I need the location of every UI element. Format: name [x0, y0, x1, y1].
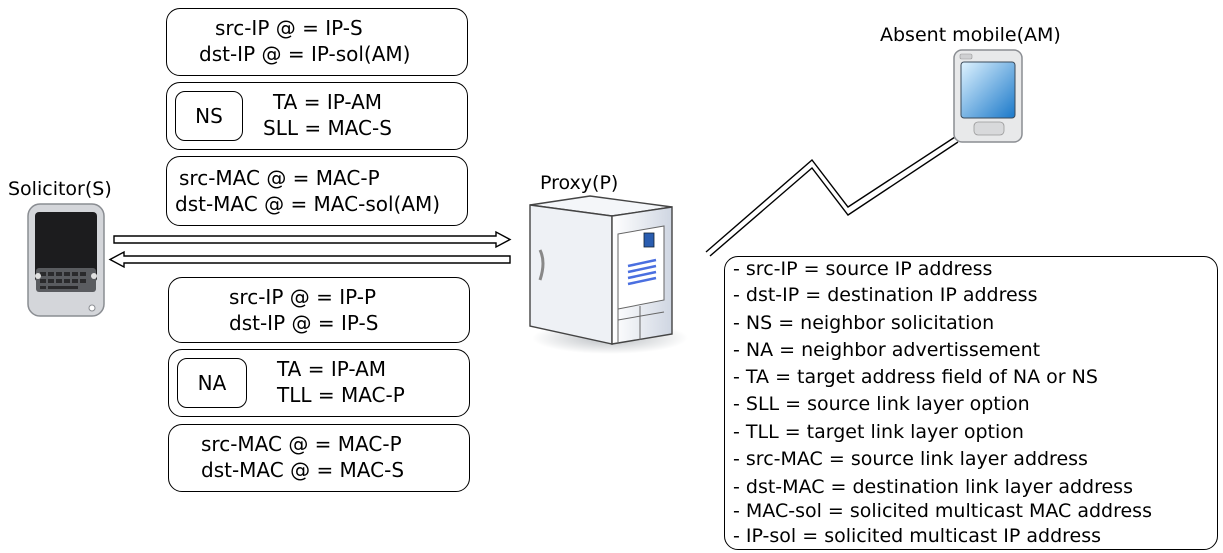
- na-dst-mac: dst-MAC @ = MAC-S: [201, 458, 405, 482]
- legend-item: - src-IP = source IP address: [733, 258, 993, 280]
- na-dst-ip: dst-IP @ = IP-S: [229, 311, 379, 335]
- na-target-address: TA = IP-AM: [277, 357, 387, 381]
- na-mac-header-box: src-MAC @ = MAC-P dst-MAC @ = MAC-S: [168, 424, 470, 492]
- legend-item: - TLL = target link layer option: [733, 421, 1024, 443]
- proxy-label: Proxy(P): [540, 172, 619, 194]
- legend-item: - SLL = source link layer option: [733, 393, 1030, 415]
- absent-mobile-label: Absent mobile(AM): [880, 24, 1061, 46]
- legend-item: - src-MAC = source link layer address: [733, 448, 1088, 470]
- legend-item: - dst-IP = destination IP address: [733, 284, 1038, 306]
- na-src-ip: src-IP @ = IP-P: [229, 285, 377, 309]
- legend-item: - NS = neighbor solicitation: [733, 312, 995, 334]
- ns-dst-ip: dst-IP @ = IP-sol(AM): [199, 42, 411, 66]
- ns-src-mac: src-MAC @ = MAC-P: [179, 166, 380, 190]
- ns-ip-header-box: src-IP @ = IP-S dst-IP @ = IP-sol(AM): [166, 8, 468, 76]
- na-target-link-layer: TLL = MAC-P: [277, 383, 405, 407]
- ns-type-tag: NS: [175, 91, 243, 141]
- legend-item: - TA = target address field of NA or NS: [733, 366, 1098, 388]
- ns-source-link-layer: SLL = MAC-S: [263, 116, 392, 140]
- legend-item: - MAC-sol = solicited multicast MAC addr…: [733, 500, 1152, 522]
- na-type-tag: NA: [177, 358, 247, 408]
- proxy-server-icon: [529, 195, 688, 354]
- wireless-link-icon: [705, 136, 959, 257]
- ns-mac-header-box: src-MAC @ = MAC-P dst-MAC @ = MAC-sol(AM…: [166, 156, 468, 226]
- solicitor-label: Solicitor(S): [8, 178, 112, 200]
- na-arrow-left: [108, 250, 511, 269]
- absent-mobile-icon: [953, 49, 1023, 143]
- na-icmp-box: NA TA = IP-AM TLL = MAC-P: [168, 349, 470, 417]
- solicitor-device-icon: [27, 203, 105, 317]
- ns-dst-mac: dst-MAC @ = MAC-sol(AM): [175, 192, 441, 216]
- ns-arrow-right: [113, 230, 512, 249]
- legend-item: - IP-sol = solicited multicast IP addres…: [733, 525, 1102, 547]
- ns-src-ip: src-IP @ = IP-S: [215, 16, 363, 40]
- na-src-mac: src-MAC @ = MAC-P: [201, 432, 402, 456]
- legend-item: - NA = neighbor advertissement: [733, 339, 1041, 361]
- legend-item: - dst-MAC = destination link layer addre…: [733, 476, 1133, 498]
- legend-box: - src-IP = source IP address - dst-IP = …: [724, 256, 1218, 550]
- ns-target-address: TA = IP-AM: [273, 90, 383, 114]
- na-ip-header-box: src-IP @ = IP-P dst-IP @ = IP-S: [168, 277, 470, 343]
- ns-icmp-box: NS TA = IP-AM SLL = MAC-S: [166, 82, 468, 150]
